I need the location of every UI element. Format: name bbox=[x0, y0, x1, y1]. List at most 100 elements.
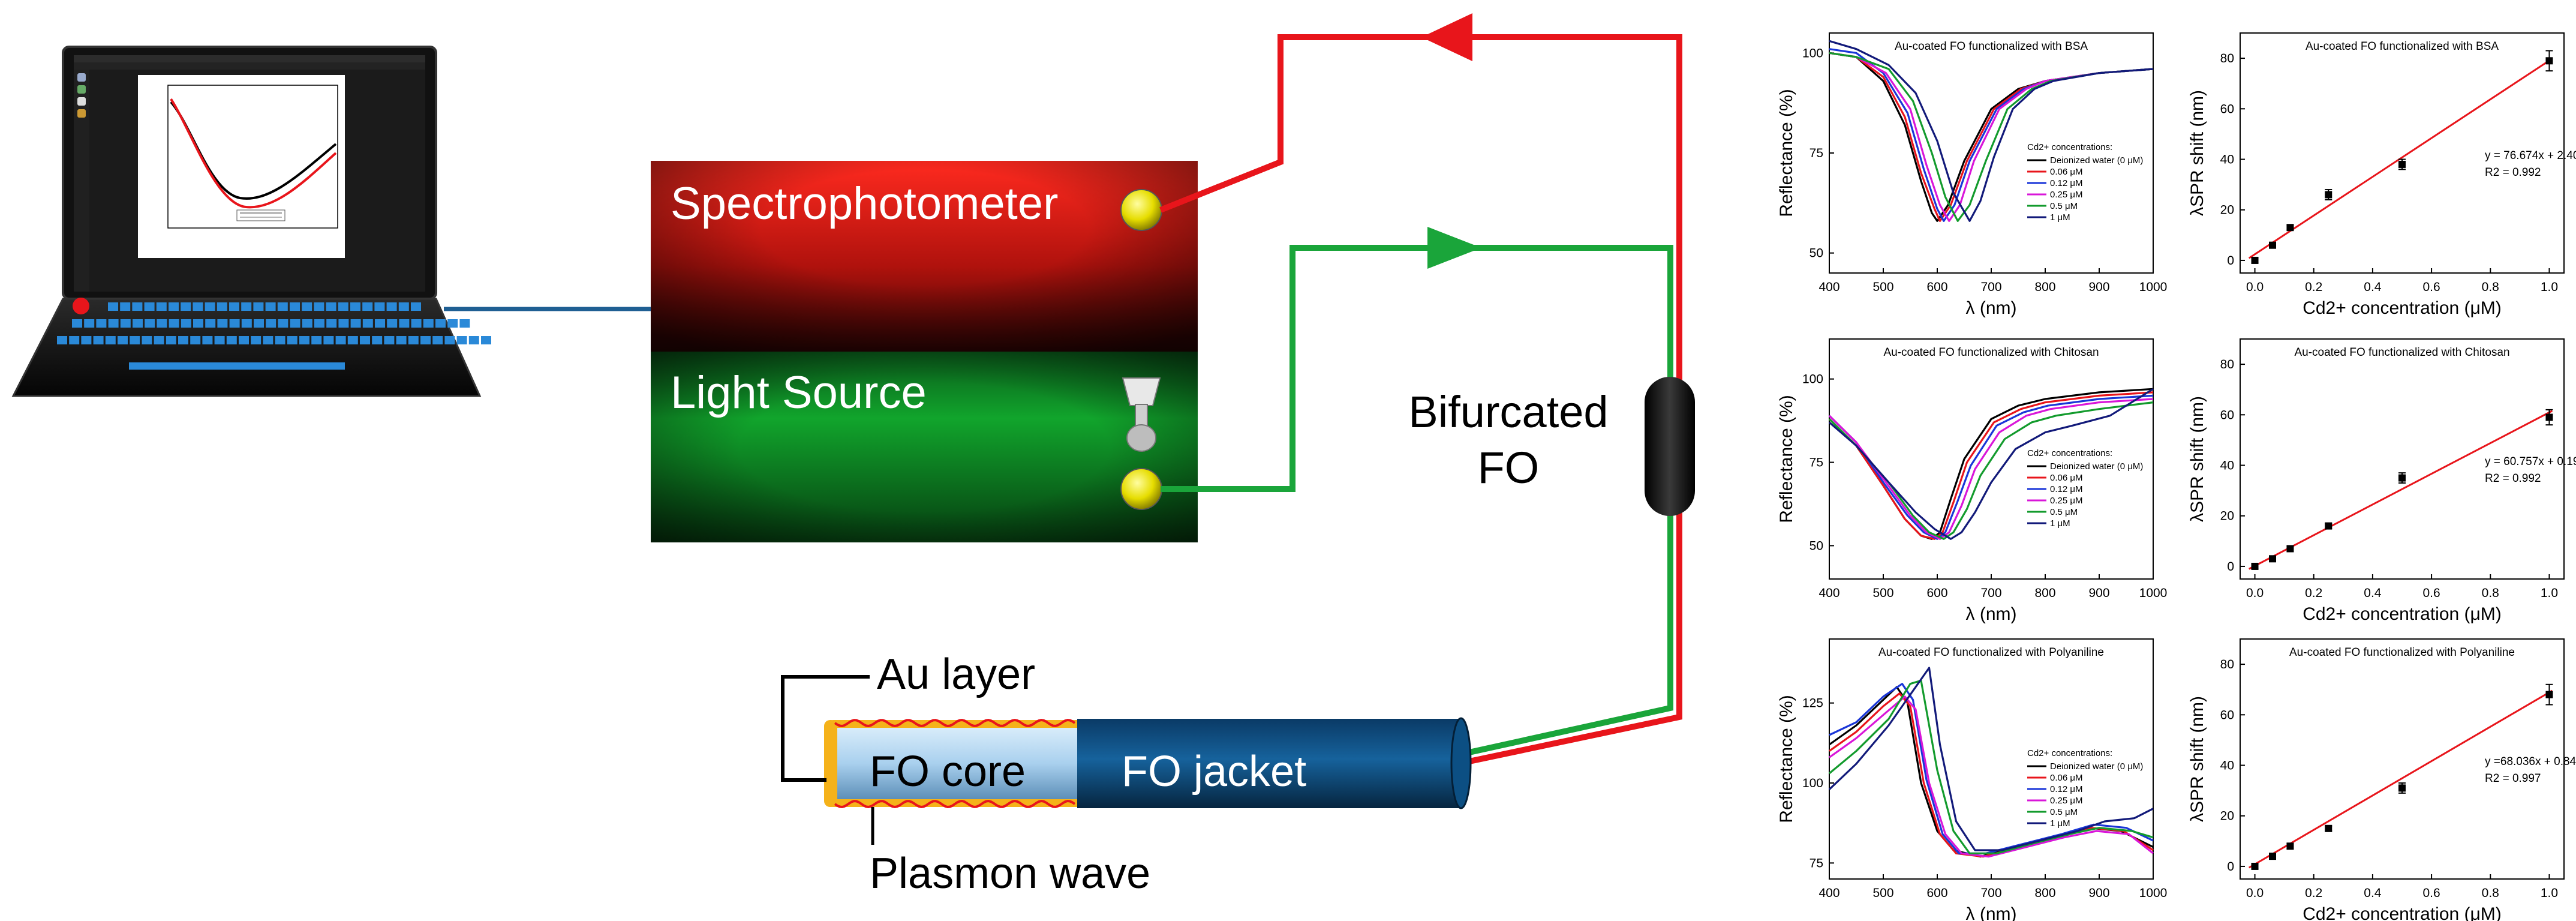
legend-item: 0.12 μM bbox=[2050, 784, 2083, 794]
keyboard-key bbox=[456, 336, 467, 344]
legend-title: Cd2+ concentrations: bbox=[2027, 748, 2112, 758]
data-point bbox=[2398, 160, 2406, 168]
series-line bbox=[1828, 667, 2154, 851]
keyboard-key bbox=[93, 336, 104, 344]
fit-r-squared: R2 = 0.997 bbox=[2485, 772, 2541, 785]
keyboard-key bbox=[326, 302, 336, 311]
keyboard-key bbox=[287, 336, 297, 344]
keyboard-key bbox=[178, 336, 188, 344]
laptop-spacebar bbox=[129, 362, 345, 370]
y-axis-label: Reflectance (%) bbox=[1777, 395, 1796, 523]
laptop-window-toolbar bbox=[74, 62, 425, 70]
keyboard-key bbox=[241, 302, 252, 311]
keyboard-key bbox=[181, 319, 191, 328]
fit-r-squared: R2 = 0.992 bbox=[2485, 166, 2541, 179]
mini-plot-legend bbox=[236, 209, 285, 221]
x-tick-label: 0.8 bbox=[2482, 586, 2499, 600]
legend-item: 0.25 μM bbox=[2050, 796, 2083, 806]
dock-app-icon bbox=[77, 97, 86, 106]
series-line bbox=[1828, 391, 2154, 540]
legend-item: Deionized water (0 μM) bbox=[2050, 155, 2143, 166]
x-tick-label: 400 bbox=[1818, 886, 1839, 900]
dock-app-icon bbox=[77, 73, 86, 82]
x-axis-label: λ (nm) bbox=[1966, 604, 2017, 624]
keyboard-key bbox=[362, 302, 373, 311]
x-tick-label: 500 bbox=[1872, 280, 1893, 294]
keyboard-key bbox=[253, 302, 264, 311]
chart-title: Au-coated FO functionalized with Polyani… bbox=[1878, 646, 2104, 659]
laptop-mini-plot bbox=[138, 75, 345, 258]
keyboard-key bbox=[205, 302, 215, 311]
chart-panel: Au-coated FO functionalized with Chitosa… bbox=[1777, 338, 2167, 624]
keyboard-key bbox=[241, 319, 252, 328]
bifurcated-coupler bbox=[1645, 377, 1695, 516]
x-axis-label: Cd2+ concentration (μM) bbox=[2303, 904, 2502, 921]
series-line bbox=[1829, 692, 2154, 858]
spectrophotometer-port bbox=[1120, 189, 1162, 231]
y-tick-label: 80 bbox=[2220, 658, 2234, 671]
keyboard-key bbox=[302, 319, 312, 328]
x-axis-label: λ (nm) bbox=[1966, 904, 2017, 921]
series-line bbox=[1829, 40, 2154, 222]
data-point bbox=[2269, 241, 2276, 249]
keyboard-key bbox=[408, 336, 419, 344]
legend-item: 1 μM bbox=[2050, 518, 2070, 529]
legend-item: 0.12 μM bbox=[2050, 178, 2083, 188]
keyboard-key bbox=[145, 319, 155, 328]
keyboard-key bbox=[105, 336, 116, 344]
keyboard-key bbox=[290, 319, 300, 328]
keyboard-key bbox=[435, 319, 446, 328]
y-axis-label: λSPR shift (nm) bbox=[2187, 90, 2207, 216]
x-tick-label: 1.0 bbox=[2541, 280, 2558, 294]
keyboard-key bbox=[314, 319, 324, 328]
x-tick-label: 400 bbox=[1818, 280, 1839, 294]
keyboard-key bbox=[432, 336, 443, 344]
keyboard-key bbox=[399, 319, 410, 328]
keyboard-key bbox=[374, 302, 385, 311]
keyboard-key bbox=[423, 319, 434, 328]
y-tick-label: 60 bbox=[2220, 408, 2234, 422]
keyboard-key bbox=[411, 319, 422, 328]
keyboard-key bbox=[181, 302, 191, 311]
green-excitation-path bbox=[1161, 245, 1673, 756]
keyboard-key bbox=[387, 319, 398, 328]
keyboard-key bbox=[338, 319, 349, 328]
x-tick-label: 700 bbox=[1980, 886, 2001, 900]
x-tick-label: 0.4 bbox=[2364, 280, 2382, 294]
legend-title: Cd2+ concentrations: bbox=[2027, 448, 2112, 458]
chart-title: Au-coated FO functionalized with Chitosa… bbox=[1883, 346, 2099, 359]
legend-item: Deionized water (0 μM) bbox=[2050, 761, 2143, 772]
keyboard-key bbox=[118, 336, 128, 344]
keyboard-key bbox=[254, 319, 264, 328]
keyboard-key bbox=[217, 319, 228, 328]
keyboard-key bbox=[154, 336, 164, 344]
keyboard-key bbox=[302, 302, 312, 311]
chart-title: Au-coated FO functionalized with Polyani… bbox=[2289, 646, 2515, 659]
legend-item: 0.06 μM bbox=[2050, 167, 2083, 177]
red-arrow-icon bbox=[1421, 13, 1472, 61]
keyboard-key bbox=[81, 336, 92, 344]
keyboard-key bbox=[57, 336, 67, 344]
chart-panel: Au-coated FO functionalized with Chitosa… bbox=[2187, 338, 2576, 624]
keyboard-key bbox=[214, 336, 225, 344]
x-tick-label: 0.4 bbox=[2364, 886, 2382, 900]
keyboard-key bbox=[347, 336, 358, 344]
keyboard-key bbox=[251, 336, 261, 344]
laptop bbox=[11, 46, 491, 397]
keyboard-key bbox=[169, 319, 179, 328]
keyboard-key bbox=[108, 302, 118, 311]
keyboard-key bbox=[335, 336, 346, 344]
x-tick-label: 900 bbox=[2088, 280, 2109, 294]
chart-title: Au-coated FO functionalized with BSA bbox=[1895, 40, 2088, 53]
keyboard-key bbox=[144, 302, 155, 311]
keyboard-key bbox=[396, 336, 407, 344]
light-source-label: Light Source bbox=[671, 367, 927, 418]
x-tick-label: 0.2 bbox=[2305, 586, 2322, 600]
x-tick-label: 0.4 bbox=[2364, 586, 2382, 600]
fit-r-squared: R2 = 0.992 bbox=[2485, 472, 2541, 485]
keyboard-key bbox=[157, 319, 167, 328]
data-point bbox=[2286, 224, 2294, 232]
keyboard-key bbox=[338, 302, 348, 311]
y-tick-label: 60 bbox=[2220, 102, 2234, 116]
